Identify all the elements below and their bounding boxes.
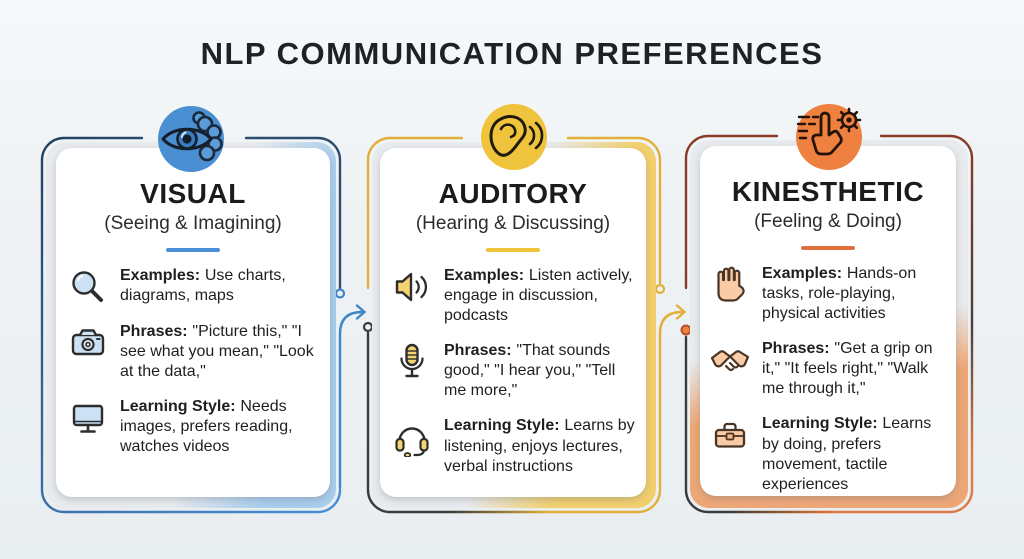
visual-outline-top-right — [244, 136, 342, 290]
row-label: Phrases: — [762, 339, 830, 357]
card-divider — [486, 248, 540, 252]
hand-icon — [708, 265, 752, 305]
microphone-icon — [390, 342, 434, 382]
row-label: Phrases: — [444, 341, 512, 359]
magnifier-icon — [66, 267, 110, 307]
auditory-node — [654, 283, 666, 295]
learning-style-row: Learning Style:Learns by listening, enjo… — [390, 416, 636, 476]
row-value: Use charts, diagrams, maps — [120, 266, 286, 304]
hand-gear-icon — [793, 101, 865, 173]
visual-to-auditory-arrow — [338, 310, 366, 490]
auditory-outline-bottom — [366, 331, 662, 514]
auditory-outline-top-right — [566, 136, 662, 285]
row-value: Learns by doing, prefers movement, tacti… — [762, 415, 932, 493]
card-subtitle: (Hearing & Discussing) — [415, 213, 611, 234]
auditory-to-kinesthetic-arrow — [658, 310, 686, 490]
headphones-icon — [390, 417, 434, 458]
card-title: KINESTHETIC — [731, 176, 925, 207]
phrases-row: Phrases:"Picture this," "I see what you … — [66, 322, 320, 382]
row-label: Examples: — [762, 264, 843, 282]
kinesthetic-outline-top-left — [684, 134, 779, 290]
row-label: Examples: — [120, 266, 201, 284]
learning-style-row: Learning Style:Learns by doing, prefers … — [708, 414, 948, 495]
visual-arrowhead — [355, 304, 367, 320]
monitor-icon — [66, 398, 110, 438]
phrases-row: Phrases:"That sounds good," "I hear you,… — [390, 341, 636, 401]
card-subtitle: (Feeling & Doing) — [754, 211, 902, 232]
row-value: Learns by listening, enjoys lectures, ve… — [444, 417, 635, 475]
card-divider — [801, 246, 855, 250]
kinesthetic-outline-bottom-left — [684, 335, 834, 514]
card-visual: VISUAL (Seeing & Imagining) Examples:Use… — [66, 148, 320, 457]
row-label: Phrases: — [120, 322, 188, 340]
row-label: Learning Style: — [120, 397, 236, 415]
visual-card-surface — [56, 148, 330, 497]
page-title: NLP COMMUNICATION PREFERENCES — [200, 36, 824, 71]
kinesthetic-outline-right — [828, 134, 974, 514]
camera-icon — [66, 323, 110, 363]
handshake-icon — [708, 340, 752, 380]
ear-icon — [478, 101, 550, 173]
phrases-row: Phrases:"Get a grip on it," "It feels ri… — [708, 339, 948, 399]
learning-style-row: Learning Style:Needs images, prefers rea… — [66, 397, 320, 457]
auditory-outline-top-left — [366, 136, 464, 290]
examples-row: Examples:Use charts, diagrams, maps — [66, 266, 320, 307]
row-value: Needs images, prefers reading, watches v… — [120, 397, 293, 456]
row-value: "Get a grip on it," "It feels right," "W… — [762, 339, 933, 398]
card-title: VISUAL — [140, 178, 246, 209]
examples-row: Examples:Listen actively, engage in disc… — [390, 266, 636, 326]
card-divider — [166, 248, 220, 252]
card-subtitle: (Seeing & Imagining) — [104, 213, 282, 234]
auditory-left-node — [362, 321, 374, 333]
row-value: Hands-on tasks, role-playing, physical a… — [762, 264, 917, 322]
row-value: "That sounds good," "I hear you," "Tell … — [444, 341, 616, 400]
auditory-arrowhead — [675, 304, 687, 320]
row-label: Learning Style: — [762, 415, 878, 433]
row-label: Examples: — [444, 266, 525, 284]
toolbox-icon — [708, 415, 752, 455]
card-kinesthetic: KINESTHETIC (Feeling & Doing) Examples:H… — [708, 146, 948, 495]
visual-outline-main — [40, 136, 342, 514]
examples-row: Examples:Hands-on tasks, role-playing, p… — [708, 264, 948, 324]
eye-brain-icon — [155, 103, 227, 175]
row-label: Learning Style: — [444, 417, 560, 435]
row-value: Listen actively, engage in discussion, p… — [444, 266, 633, 324]
card-auditory: AUDITORY (Hearing & Discussing) Examples… — [390, 148, 636, 477]
card-title: AUDITORY — [438, 178, 588, 209]
row-value: "Picture this," "I see what you mean," "… — [120, 322, 314, 380]
speaker-icon — [390, 267, 434, 307]
visual-node — [334, 288, 346, 299]
